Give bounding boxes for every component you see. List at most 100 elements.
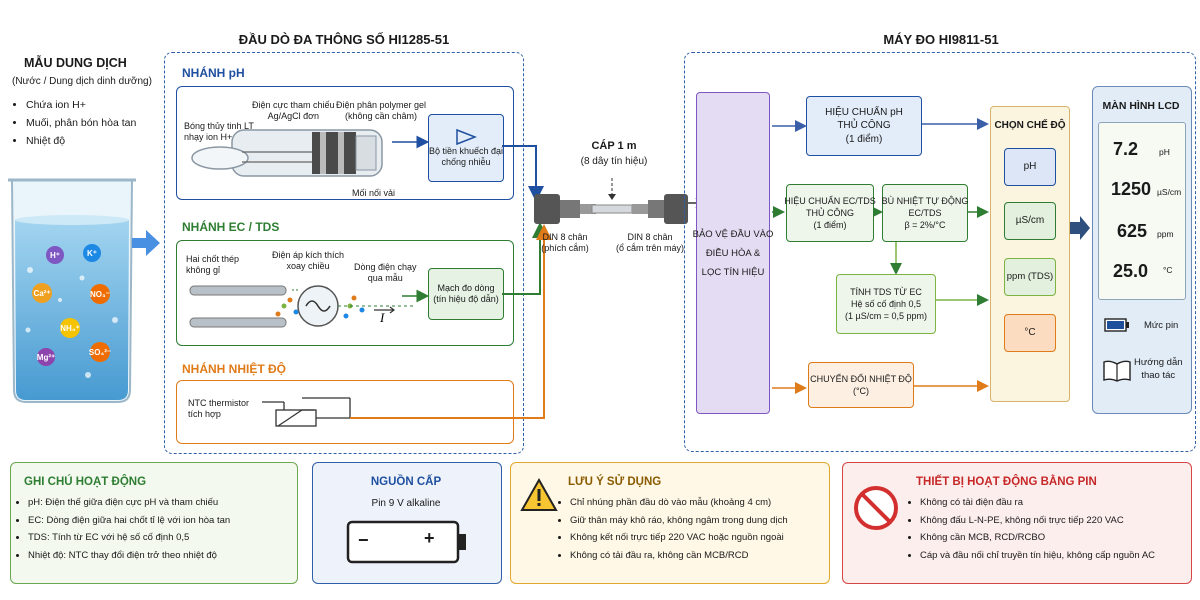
ec-circuit-label: Mạch đo dòng (tín hiệu độ dẫn)	[433, 282, 499, 304]
flow-arrow-icon	[132, 230, 160, 256]
ph-calibration-block: HIỆU CHUẨN pH THỦ CÔNG (1 điểm)	[806, 96, 922, 156]
power-battery-label: Pin 9 V alkaline	[371, 498, 441, 509]
ph-calibration-label: HIỆU CHUẨN pH THỦ CÔNG (1 điểm)	[825, 106, 903, 145]
list-item: Không kết nối trực tiếp 220 VAC hoặc ngu…	[570, 529, 788, 547]
cable-subtitle: (8 dây tín hiệu)	[580, 156, 648, 167]
list-item: Muối, phân bón hòa tan	[26, 114, 136, 132]
preamp-block: Bộ tiền khuếch đại chống nhiễu	[428, 114, 504, 182]
ion-label: SO₄²⁻	[89, 348, 111, 357]
lcd-value: 625	[1117, 221, 1148, 241]
temp-branch	[176, 380, 514, 444]
ion-label: Mg²⁺	[37, 353, 55, 362]
mode-ph-label: pH	[1023, 161, 1037, 173]
list-item: Không có tải đầu ra, không cần MCB/RCD	[570, 547, 788, 565]
ph-glass-label: Bóng thủy tinh LT nhạy ion H+	[184, 121, 254, 143]
list-item: Không đấu L-N-PE, không nối trực tiếp 22…	[920, 512, 1155, 530]
plug-right-label: DIN 8 chân (ổ cắm trên máy)	[615, 232, 684, 254]
battery-operated-panel	[842, 462, 1192, 584]
amplifier-icon	[456, 128, 477, 145]
ion-label: Ca²⁺	[33, 289, 50, 298]
battery-operated-list: Không có tải điện đầu ra Không đấu L-N-P…	[906, 494, 1155, 564]
mode-ph-button[interactable]: pH	[1004, 148, 1056, 186]
plug-left-label: DIN 8 chân (phích cắm)	[541, 232, 589, 254]
lcd-screen: 7.2 pH 1250 µS/cm 625 ppm 25.0 °C	[1098, 122, 1186, 300]
list-item: Không có tải điện đầu ra	[920, 494, 1155, 512]
caution-title: LƯU Ý SỬ DỤNG	[568, 476, 662, 488]
ec-excite-label: Điện áp kích thích xoay chiều	[272, 250, 345, 272]
mode-temp-button[interactable]: °C	[1004, 314, 1056, 352]
tds-calc-label: TÍNH TDS TỪ EC Hệ số cố định 0,5 (1 µS/c…	[845, 286, 927, 322]
ph-junction-label: Mối nối vải	[352, 188, 396, 198]
probe-title: ĐẦU DÒ ĐA THÔNG SỐ HI1285-51	[238, 32, 450, 47]
ion-label: K⁺	[87, 249, 97, 258]
preamp-label: Bộ tiền khuếch đại chống nhiễu	[428, 145, 504, 167]
ion-label: NO₃⁻	[90, 290, 110, 299]
lcd-title: MÀN HÌNH LCD	[1102, 100, 1180, 112]
manual-label: Hướng dẫn thao tác	[1134, 357, 1183, 382]
lcd-value: 25.0	[1113, 261, 1149, 281]
mode-ec-button[interactable]: µS/cm	[1004, 202, 1056, 240]
battery-plus: +	[424, 528, 435, 548]
list-item: pH: Điện thế giữa điện cực pH và tham ch…	[28, 494, 230, 512]
temp-compensation-block: BÙ NHIỆT TỰ ĐỘNG EC/TDS β = 2%/°C	[882, 184, 968, 242]
battery-operated-title: THIẾT BỊ HOẠT ĐỘNG BẰNG PIN	[916, 476, 1097, 488]
battery-minus: −	[358, 530, 369, 550]
lcd-unit: °C	[1163, 265, 1173, 275]
list-item: Giữ thân máy khô ráo, không ngâm trong d…	[570, 512, 788, 530]
ph-branch	[176, 86, 514, 200]
mode-selector-title: CHỌN CHẾ ĐỘ	[994, 120, 1066, 131]
power-title: NGUỒN CẤP	[370, 476, 442, 488]
beaker-illustration: H⁺ K⁺ Ca²⁺ NO₃⁻ NH₄⁺ Mg²⁺ SO₄²⁻	[8, 178, 136, 403]
input-protection-block: BẢO VỆ ĐẦU VÀO ĐIỀU HÒA & LỌC TÍN HIỆU	[693, 92, 773, 414]
notes-title: GHI CHÚ HOẠT ĐỘNG	[24, 476, 147, 488]
current-symbol: I	[379, 310, 385, 325]
manual-book-icon	[1103, 360, 1131, 382]
battery-level-label: Mức pin	[1144, 320, 1179, 331]
prohibited-icon	[854, 486, 898, 530]
ph-gel-label: Điện phân polymer gel (không cần châm)	[336, 100, 427, 122]
list-item: TDS: Tính từ EC với hệ số cố định 0,5	[28, 529, 230, 547]
list-item: Nhiệt độ: NTC thay đổi điện trở theo nhi…	[28, 547, 230, 565]
mode-temp-label: °C	[1024, 327, 1036, 339]
ec-calibration-label: HIỆU CHUẨN EC/TDS THỦ CÔNG (1 điểm)	[784, 195, 876, 231]
lcd-unit: µS/cm	[1157, 187, 1182, 197]
temp-conversion-label: CHUYỂN ĐỔI NHIỆT ĐỘ (°C)	[810, 373, 912, 396]
ec-branch-title: NHÁNH EC / TDS	[182, 220, 280, 234]
ec-calibration-block: HIỆU CHUẨN EC/TDS THỦ CÔNG (1 điểm)	[784, 184, 876, 242]
cable-title: CÁP 1 m	[591, 140, 637, 152]
warning-icon	[520, 478, 558, 511]
battery-level-icon	[1104, 318, 1129, 332]
notes-panel	[10, 462, 298, 584]
ec-cell-illustration: I	[189, 285, 416, 328]
tds-calc-block: TÍNH TDS TỪ EC Hệ số cố định 0,5 (1 µS/c…	[836, 274, 936, 334]
ph-branch-title: NHÁNH pH	[182, 66, 245, 80]
list-item: Nhiệt độ	[26, 132, 136, 150]
sample-subtitle: (Nước / Dung dịch dinh dưỡng)	[12, 76, 152, 87]
ion-label: NH₄⁺	[60, 324, 80, 333]
lcd-unit: ppm	[1157, 229, 1174, 239]
temp-conversion-block: CHUYỂN ĐỔI NHIỆT ĐỘ (°C)	[808, 362, 914, 408]
ec-circuit-block: Mạch đo dòng (tín hiệu độ dẫn)	[428, 268, 504, 320]
lcd-unit: pH	[1159, 147, 1170, 157]
mode-tds-button[interactable]: ppm (TDS)	[1004, 258, 1056, 296]
probe-frame	[164, 52, 524, 454]
caution-list: Chỉ nhúng phần đầu dò vào mẫu (khoảng 4 …	[556, 494, 788, 564]
input-protection-label: BẢO VỆ ĐẦU VÀO ĐIỀU HÒA & LỌC TÍN HIỆU	[692, 228, 774, 278]
sample-title: MẪU DUNG DỊCH	[24, 56, 127, 70]
ph-electrode-illustration	[191, 129, 383, 177]
ntc-label: NTC thermistor tích hợp	[188, 398, 250, 420]
meter-title: MÁY ĐO HI9811-51	[883, 32, 999, 47]
list-item: Cáp và đầu nối chỉ truyền tín hiệu, khôn…	[920, 547, 1155, 565]
mode-to-lcd-arrow	[1070, 216, 1090, 240]
temp-compensation-label: BÙ NHIỆT TỰ ĐỘNG EC/TDS β = 2%/°C	[881, 195, 969, 231]
ph-ref-label: Điện cực tham chiếu Ag/AgCl đơn	[252, 100, 335, 122]
caution-panel	[510, 462, 830, 584]
list-item: Chỉ nhúng phần đầu dò vào mẫu (khoảng 4 …	[570, 494, 788, 512]
list-item: EC: Dòng điện giữa hai chốt tỉ lệ với io…	[28, 512, 230, 530]
lcd-value: 7.2	[1113, 139, 1139, 159]
thermistor-symbol-icon	[262, 397, 351, 427]
battery-icon	[346, 520, 466, 564]
ion-label: H⁺	[50, 251, 60, 260]
meter-frame	[684, 52, 1196, 452]
